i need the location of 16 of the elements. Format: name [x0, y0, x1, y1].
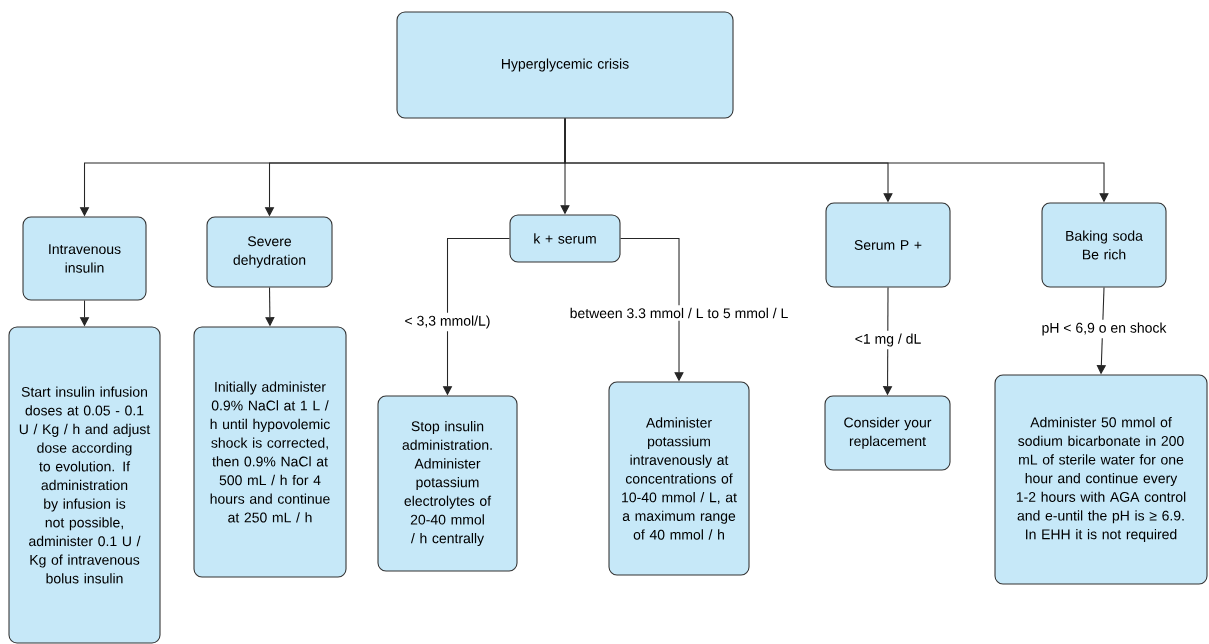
- condition-box: Serum P +: [825, 202, 951, 288]
- edge-label: <1 mg / dL: [852, 330, 924, 350]
- condition-box: Baking soda Be rich: [1041, 202, 1167, 288]
- edge-label: pH < 6,9 o en shock: [1038, 319, 1170, 339]
- instruction-box: Initially administer 0.9% NaCl at 1 L / h until hypovolemic shock is corrected, then 0.9% NaCl at 500 mL / h for 4 hours and continue at 250 mL / h: [193, 326, 347, 578]
- instruction-box: Stop insulin administration. Administer potassium electrolytes of 20-40 mmol / h centrally: [377, 395, 518, 572]
- instruction-box: Consider your replacement: [824, 395, 951, 471]
- condition-box: k + serum: [509, 214, 621, 263]
- instruction-box: Administer potassium intravenously at concentrations of 10-40 mmol / L, at a maximum range of 40 mmol / h: [608, 381, 750, 576]
- instruction-box: Administer 50 mmol of sodium bicarbonate in 200 mL of sterile water for one hour and continue every 1-2 hours with AGA control and e-until the pH is ≥ 6.9. In EHH it is not required: [994, 374, 1208, 585]
- condition-box: Severe dehydration: [206, 216, 333, 288]
- edge-label: between 3.3 mmol / L to 5 mmol / L: [567, 305, 791, 321]
- title-box: Hyperglycemic crisis: [396, 11, 734, 119]
- edge-label: < 3,3 mmol/L): [401, 312, 494, 332]
- instruction-box: Start insulin infusion doses at 0.05 - 0.1 U / Kg / h and adjust dose according to evolution. If administration by infusion is not possible, administer 0.1 U / Kg of intravenous bolus insulin: [8, 326, 161, 644]
- condition-box: Intravenous insulin: [22, 216, 147, 301]
